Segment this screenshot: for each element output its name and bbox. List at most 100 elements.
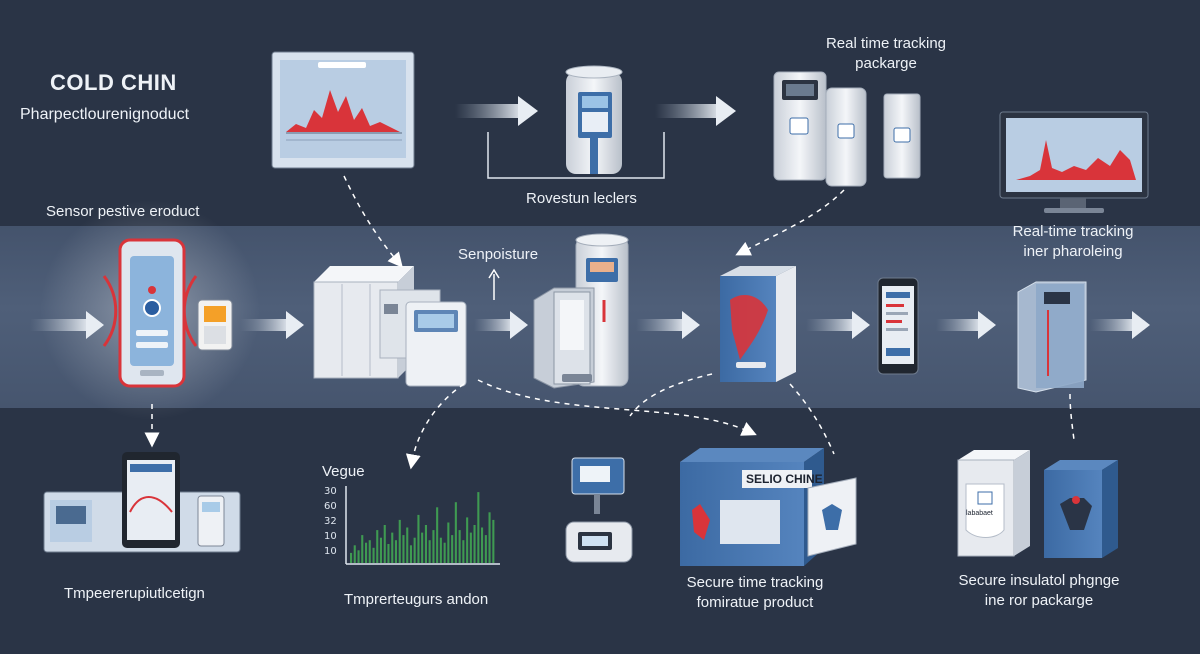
chart-y-tick: 32 — [324, 516, 337, 527]
temperature-bar-chart — [345, 486, 500, 565]
right-monitor-chart — [999, 111, 1149, 213]
chart-bar — [451, 535, 454, 563]
chart-bar — [391, 532, 394, 563]
chart-bar — [361, 535, 364, 563]
cold-storage-unit — [313, 266, 467, 387]
dash-connector-7 — [789, 383, 835, 455]
chart-title: Vegue — [322, 463, 365, 480]
chart-bar — [409, 545, 412, 563]
dash-connector-8 — [1069, 393, 1075, 441]
large-blue-box — [680, 448, 857, 566]
chart-bar — [481, 527, 484, 563]
chart-bar — [466, 517, 469, 563]
top-cylinder-device — [565, 65, 623, 174]
chart-bar — [432, 530, 435, 563]
chart-bar — [447, 522, 450, 563]
chart-y-tick: 60 — [324, 501, 337, 512]
blue-insulated-box — [1044, 460, 1118, 558]
label-rovestun: Rovestun leclers — [526, 190, 637, 207]
mid-arrow-2 — [240, 311, 304, 339]
chart-bar — [428, 540, 431, 563]
chart-bar — [406, 527, 409, 563]
mid-arrow-4 — [636, 311, 700, 339]
label-secure-tracking: Secure time tracking fomiratue product — [660, 573, 850, 613]
chart-bar — [477, 492, 480, 563]
chart-bar — [394, 540, 397, 563]
bracket-line — [487, 132, 665, 179]
chart-bar — [454, 502, 457, 563]
mid-arrow-5 — [806, 311, 870, 339]
label-real-time-tracking-top-line1: Real time tracking — [825, 35, 947, 52]
chart-bar — [372, 547, 375, 563]
chart-bar — [473, 525, 476, 563]
smartphone — [877, 277, 919, 375]
monitoring-device — [565, 457, 633, 563]
chart-bar — [469, 532, 472, 563]
mid-arrow-6 — [936, 311, 996, 339]
top-arrow-2 — [655, 96, 736, 126]
chart-bar — [424, 525, 427, 563]
chart-bar — [484, 535, 487, 563]
chart-bar — [458, 530, 461, 563]
dash-connector-4 — [405, 383, 465, 470]
chart-bar — [439, 537, 442, 563]
label-temp-left: Tmpeererupiutlcetign — [64, 585, 205, 602]
top-monitor-chart — [271, 51, 415, 169]
label-real-time-tracking-top-line2: packarge — [855, 55, 917, 72]
dash-connector-2 — [735, 189, 845, 256]
mid-arrow-3 — [474, 311, 528, 339]
small-box-print-label: lababaet — [966, 510, 993, 517]
chart-bar — [387, 544, 390, 563]
chart-bar — [402, 535, 405, 563]
label-secure-insulated-line1: Secure insulatol phgnge — [958, 572, 1120, 589]
label-real-time-tracking-right-line2: iner pharoleing — [1023, 243, 1123, 260]
chart-bar — [368, 540, 371, 563]
chart-bar — [365, 542, 368, 563]
chart-bar — [436, 507, 439, 563]
door-unit — [533, 287, 595, 389]
label-secure-insulated: Secure insulatol phgnge ine ror packarge — [930, 571, 1148, 611]
label-real-time-tracking-right: Real-time tracking iner pharoleing — [980, 222, 1166, 262]
tracking-package-group — [773, 71, 921, 187]
label-real-time-tracking-right-line1: Real-time tracking — [1012, 223, 1134, 240]
dashboard-panel — [43, 452, 241, 553]
chart-bar — [376, 530, 379, 563]
chart-bar — [350, 552, 353, 563]
chart-bar — [488, 512, 491, 563]
page-title: COLD CHIN — [50, 70, 177, 95]
chart-bar — [462, 540, 465, 563]
chart-bar — [492, 519, 495, 563]
label-secure-tracking-line1: Secure time tracking — [686, 574, 824, 591]
chart-bar — [383, 525, 386, 563]
dash-connector-6 — [629, 373, 713, 417]
label-senpoisture: Senpoisture — [458, 246, 539, 263]
orange-phone-icon — [197, 299, 233, 351]
page-subtitle: Pharpectlourenignoduct — [20, 106, 190, 123]
chart-bar — [443, 542, 446, 563]
chart-bar — [353, 545, 356, 563]
dash-connector-5 — [477, 379, 757, 436]
chart-bar — [357, 550, 360, 563]
sensor-device — [102, 238, 198, 388]
top-arrow-1 — [455, 96, 538, 126]
chart-y-tick: 10 — [324, 546, 337, 557]
label-temp-chart: Tmprerteugurs andon — [344, 591, 489, 608]
label-secure-insulated-line2: ine ror packarge — [984, 592, 1094, 609]
dash-connector-1 — [343, 175, 403, 268]
chart-bar — [413, 537, 416, 563]
chart-y-tick: 10 — [324, 531, 337, 542]
label-secure-tracking-line2: fomiratue product — [696, 594, 814, 611]
chart-bar — [398, 519, 401, 563]
label-sensor: Sensor pestive eroduct — [46, 203, 200, 220]
chart-bar — [379, 537, 382, 563]
chart-bar — [421, 532, 424, 563]
chart-y-tick: 30 — [324, 486, 337, 497]
chart-bar — [417, 514, 420, 563]
label-real-time-tracking-top: Real time tracking packarge — [786, 34, 986, 74]
box-print-label: SELIO CHINE — [746, 472, 823, 486]
glass-tracking-panel — [1017, 281, 1087, 393]
mid-arrow-1 — [30, 311, 104, 339]
white-insulated-box — [957, 450, 1030, 557]
mid-arrow-7 — [1090, 311, 1150, 339]
